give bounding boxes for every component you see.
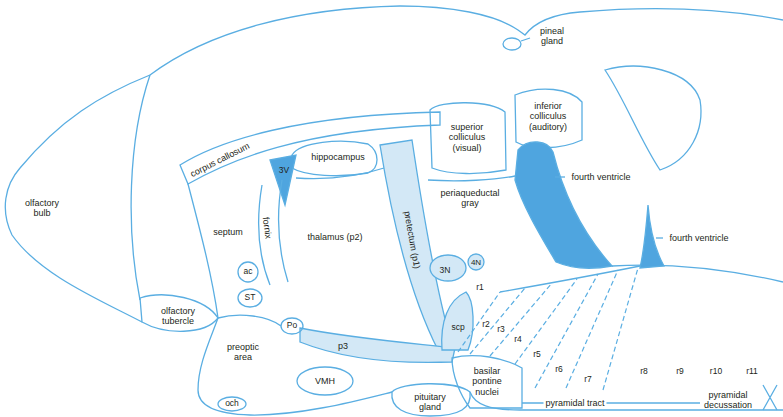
- structure-label: fourth ventricle: [571, 172, 630, 182]
- structure-label: 3V: [279, 166, 289, 176]
- structure-label: 4N: [471, 258, 481, 267]
- periaqueductal-boundary: [428, 176, 515, 181]
- structure-label: VMH: [315, 376, 335, 386]
- cerebellum-lobe: [605, 66, 701, 170]
- structure-label: pituitary gland: [408, 392, 453, 413]
- brain-outline: [150, 6, 783, 75]
- rhombomere-boundary: [470, 288, 525, 354]
- structure-label: r9: [676, 367, 684, 377]
- brainstem-dorsal: [612, 265, 783, 282]
- stria-terminalis: [238, 289, 262, 307]
- third-ventricle: [270, 155, 296, 205]
- p3-band: [300, 328, 455, 362]
- septum-boundary: [188, 184, 218, 318]
- leader-line: [656, 237, 663, 238]
- structure-label: fourth ventricle: [669, 233, 728, 243]
- thalamus-boundary: [296, 168, 384, 179]
- rhombomere-boundary: [458, 292, 500, 352]
- fourth-ventricle-shape: [515, 142, 612, 268]
- rhombomere-boundary: [603, 268, 638, 390]
- basilar-pontine-shape: [452, 356, 522, 408]
- rhombomere-boundary: [490, 283, 552, 356]
- structure-label: r4: [514, 335, 522, 345]
- scp-shape: [442, 292, 473, 350]
- ventricle-floor: [500, 266, 640, 292]
- structure-label: r5: [533, 350, 541, 360]
- structure-label: pineal gland: [532, 26, 572, 47]
- optic-chiasm: [218, 397, 246, 411]
- leader-line: [555, 176, 565, 177]
- structure-label: r6: [555, 365, 563, 375]
- olfactory-tubercle-shape: [140, 295, 218, 331]
- bulb-boundary: [131, 75, 150, 300]
- structure-label: corpus callosum: [189, 141, 252, 180]
- structure-label: 3N: [440, 266, 451, 276]
- structure-label: r1: [476, 283, 484, 293]
- structure-label: r8: [640, 367, 648, 377]
- structure-label: superior colliculus (visual): [438, 122, 496, 153]
- rhombomere-boundary: [515, 279, 577, 364]
- structure-label: olfactory tubercle: [153, 306, 203, 327]
- po-nucleus: [281, 318, 303, 334]
- inferior-colliculus-shape: [515, 89, 582, 148]
- structure-label: septum: [213, 227, 243, 237]
- fornix-line: [279, 180, 288, 282]
- superior-colliculus-shape: [430, 103, 506, 174]
- structure-label: scp: [451, 323, 464, 333]
- structure-label: olfactory bulb: [17, 198, 67, 219]
- bulb-outline: [5, 75, 150, 322]
- structure-label: r3: [497, 325, 505, 335]
- pineal-shape: [503, 38, 521, 50]
- structure-label: och: [225, 399, 239, 409]
- structure-label: r2: [482, 320, 490, 330]
- structure-label: r11: [746, 367, 758, 377]
- preoptic-boundary: [218, 315, 281, 326]
- structure-label: ST: [245, 293, 256, 303]
- structure-label: preoptic area: [221, 342, 266, 363]
- structure-label: periaqueductal gray: [437, 188, 503, 209]
- trochlear-nucleus: [468, 254, 484, 270]
- structure-label: p3: [338, 341, 348, 351]
- structure-label: inferior colliculus (auditory): [522, 101, 574, 132]
- rhombomere-boundary: [566, 270, 618, 388]
- structure-label: thalamus (p2): [307, 232, 362, 242]
- structure-label: ac: [244, 267, 253, 277]
- structure-label: basilar pontine nuclei: [465, 366, 510, 397]
- structure-label: fornix: [260, 216, 273, 239]
- structure-label: pyramidal decussation: [701, 390, 756, 411]
- hippocampus-shape: [292, 141, 377, 175]
- structure-label: r10: [710, 367, 722, 377]
- ventral-outline: [198, 318, 392, 415]
- pretectum-band: [380, 140, 452, 350]
- leader-line: [521, 38, 530, 41]
- structure-label: hippocampus: [311, 152, 365, 162]
- fourth-ventricle-shape: [640, 205, 664, 268]
- vmh-nucleus: [297, 367, 353, 395]
- structure-label: pretectum (p1): [402, 210, 422, 269]
- rhombomere-boundary: [535, 274, 598, 388]
- structure-label: r7: [584, 375, 592, 385]
- structure-label: pyramidal tract: [543, 398, 606, 408]
- anterior-commissure: [238, 262, 258, 282]
- structure-label: Po: [287, 321, 297, 331]
- decussation-symbol: [763, 385, 777, 410]
- oculomotor-nucleus: [430, 255, 466, 281]
